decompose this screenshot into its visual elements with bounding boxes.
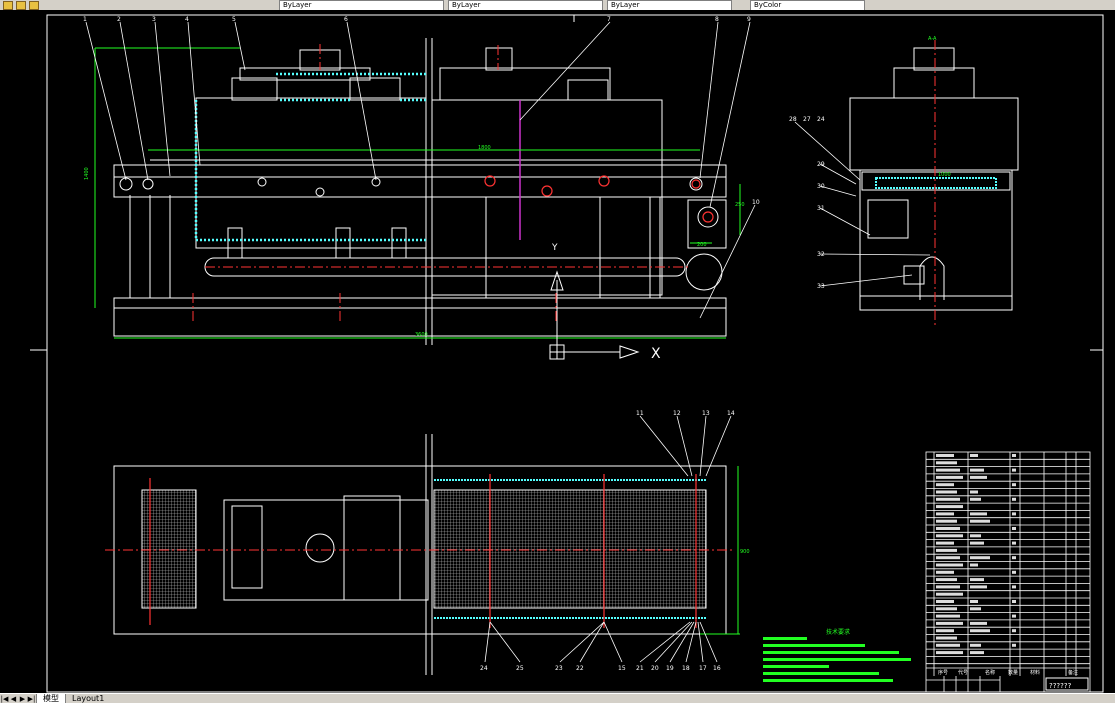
svg-text:27: 27 (803, 116, 811, 123)
svg-text:24: 24 (817, 116, 825, 123)
svg-text:11: 11 (636, 410, 644, 417)
svg-text:21: 21 (636, 665, 644, 672)
svg-text:31: 31 (817, 205, 825, 212)
svg-text:12: 12 (673, 410, 681, 417)
top-view-balloons: 11 12 13 14 24 25 23 22 15 21 20 19 18 1… (480, 410, 735, 672)
first-tab-icon[interactable]: |◀ (0, 694, 9, 703)
tab-layout1[interactable]: Layout1 (65, 694, 110, 703)
svg-text:29: 29 (817, 161, 825, 168)
print-icon[interactable] (29, 0, 39, 10)
svg-text:22: 22 (576, 665, 584, 672)
svg-text:20: 20 (651, 665, 659, 672)
dim-height-text: 1400 (84, 167, 90, 180)
side-dim-top: A-A (928, 36, 937, 42)
top-view: 900 11 12 13 14 24 25 23 22 (105, 410, 750, 675)
top-dim-right: 900 (740, 549, 750, 555)
svg-text:18: 18 (682, 665, 690, 672)
svg-text:30: 30 (817, 183, 825, 190)
svg-text:4: 4 (185, 16, 189, 23)
svg-text:备注: 备注 (1068, 669, 1078, 676)
open-icon[interactable] (3, 0, 13, 10)
title-block-code: ?????? (1049, 682, 1072, 690)
lineweight-select[interactable]: ByLayer (607, 0, 732, 10)
save-icon[interactable] (16, 0, 26, 10)
side-view-balloons: 28 27 24 29 30 31 32 33 (789, 116, 825, 290)
ucs-y-label: Y (551, 243, 558, 253)
side-view: A-A 1000 28 27 24 29 30 31 32 33 (789, 36, 1019, 325)
svg-text:数量: 数量 (1008, 669, 1018, 676)
svg-text:名称: 名称 (985, 669, 995, 676)
last-tab-icon[interactable]: ▶| (27, 694, 36, 703)
svg-text:33: 33 (817, 283, 825, 290)
svg-text:5: 5 (232, 16, 236, 23)
svg-text:16: 16 (713, 665, 721, 672)
svg-text:10: 10 (752, 199, 760, 206)
ucs-icon (549, 270, 640, 360)
ucs-x-label: X (651, 346, 661, 362)
linetype-select[interactable]: ByLayer (448, 0, 603, 10)
svg-text:2: 2 (117, 16, 121, 23)
tab-model[interactable]: 模型 (36, 694, 65, 703)
svg-text:1: 1 (83, 16, 87, 23)
side-dim-inner: 1000 (938, 172, 951, 178)
front-view-balloons: 1 2 3 4 5 6 7 8 9 10 (83, 16, 760, 206)
next-tab-icon[interactable]: ▶ (19, 694, 26, 703)
dim-inner-text: 1800 (478, 145, 491, 151)
bom-header: 序号 代号 名称 数量 材料 备注 (938, 669, 1078, 676)
front-view: 1400 3600 1800 250 200 1 2 3 4 5 6 7 8 9 (83, 16, 760, 345)
svg-text:28: 28 (789, 116, 797, 123)
dim-wheel-h-text: 250 (735, 202, 745, 208)
status-bar: |◀ ◀ ▶ ▶| 模型 Layout1 (0, 693, 1115, 703)
svg-text:19: 19 (666, 665, 674, 672)
dim-width-text: 3600 (415, 332, 428, 338)
dim-wheel-w-text: 200 (697, 242, 707, 248)
svg-text:8: 8 (715, 16, 719, 23)
svg-text:17: 17 (699, 665, 707, 672)
title-block: ?????? 序号 代号 名称 数量 材料 备注 (925, 451, 1091, 693)
svg-text:代号: 代号 (958, 669, 968, 676)
color-select[interactable]: ByColor (750, 0, 865, 10)
prev-tab-icon[interactable]: ◀ (10, 694, 17, 703)
svg-text:32: 32 (817, 251, 825, 258)
svg-text:9: 9 (747, 16, 751, 23)
sheet-border (30, 14, 1104, 693)
svg-text:25: 25 (516, 665, 524, 672)
svg-text:材料: 材料 (1030, 669, 1040, 676)
technical-notes: 技术要求 (763, 628, 911, 682)
svg-text:序号: 序号 (938, 669, 948, 676)
svg-text:13: 13 (702, 410, 710, 417)
svg-text:7: 7 (607, 16, 611, 23)
svg-text:6: 6 (344, 16, 348, 23)
svg-text:15: 15 (618, 665, 626, 672)
notes-title: 技术要求 (826, 628, 850, 636)
svg-text:14: 14 (727, 410, 735, 417)
layer-select[interactable]: ByLayer (279, 0, 444, 10)
svg-text:24: 24 (480, 665, 488, 672)
svg-text:23: 23 (555, 665, 563, 672)
drawing-canvas[interactable]: 1400 3600 1800 250 200 1 2 3 4 5 6 7 8 9 (0, 10, 1115, 693)
svg-text:3: 3 (152, 16, 156, 23)
